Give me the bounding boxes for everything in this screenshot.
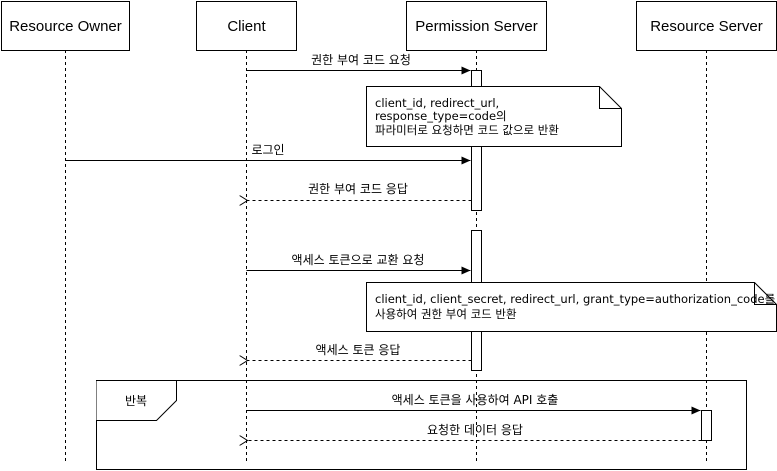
note-line: client_id, redirect_url, — [375, 96, 499, 110]
participant-label: Resource Owner — [9, 18, 122, 35]
note-line: 사용하여 권한 부여 코드 반환 — [375, 307, 517, 321]
message-label: 액세스 토큰으로 교환 요청 — [292, 253, 425, 267]
note-line: response_type=code의 — [375, 109, 507, 123]
participant-resource-server: Resource Server — [636, 1, 777, 51]
message-token-exchange-request: 액세스 토큰으로 교환 요청 — [246, 253, 471, 275]
note-line: client_id, client_secret, redirect_url, … — [375, 292, 775, 306]
message-label: 권한 부여 코드 요청 — [311, 53, 411, 67]
message-api-call: 액세스 토큰을 사용하여 API 호출 — [246, 393, 701, 415]
note-1: client_id, redirect_url, response_type=c… — [366, 86, 622, 147]
message-auth-code-response: 권한 부여 코드 응답 — [248, 182, 472, 201]
message-login: 로그인 — [65, 143, 471, 165]
message-label: 요청한 데이터 응답 — [427, 423, 523, 437]
loop-frame: 반복 — [96, 380, 747, 470]
participant-label: Permission Server — [415, 18, 538, 35]
activation-bar — [701, 410, 712, 441]
message-token-response: 액세스 토큰 응답 — [248, 343, 472, 361]
participant-resource-owner: Resource Owner — [1, 1, 130, 51]
participant-label: Resource Server — [650, 18, 763, 35]
participant-client: Client — [196, 1, 297, 51]
message-label: 권한 부여 코드 응답 — [308, 182, 408, 196]
message-label: 액세스 토큰 응답 — [316, 343, 401, 357]
note-line: 파라미터로 요청하면 코드 값으로 반환 — [375, 123, 559, 137]
message-data-response: 요청한 데이터 응답 — [248, 423, 702, 441]
participant-label: Client — [227, 18, 266, 35]
note-2: client_id, client_secret, redirect_url, … — [366, 282, 777, 332]
loop-label: 반복 — [125, 394, 147, 408]
message-label: 액세스 토큰을 사용하여 API 호출 — [392, 393, 559, 407]
message-auth-code-request: 권한 부여 코드 요청 — [246, 53, 471, 75]
message-label: 로그인 — [251, 143, 284, 157]
participant-permission-server: Permission Server — [406, 1, 547, 51]
